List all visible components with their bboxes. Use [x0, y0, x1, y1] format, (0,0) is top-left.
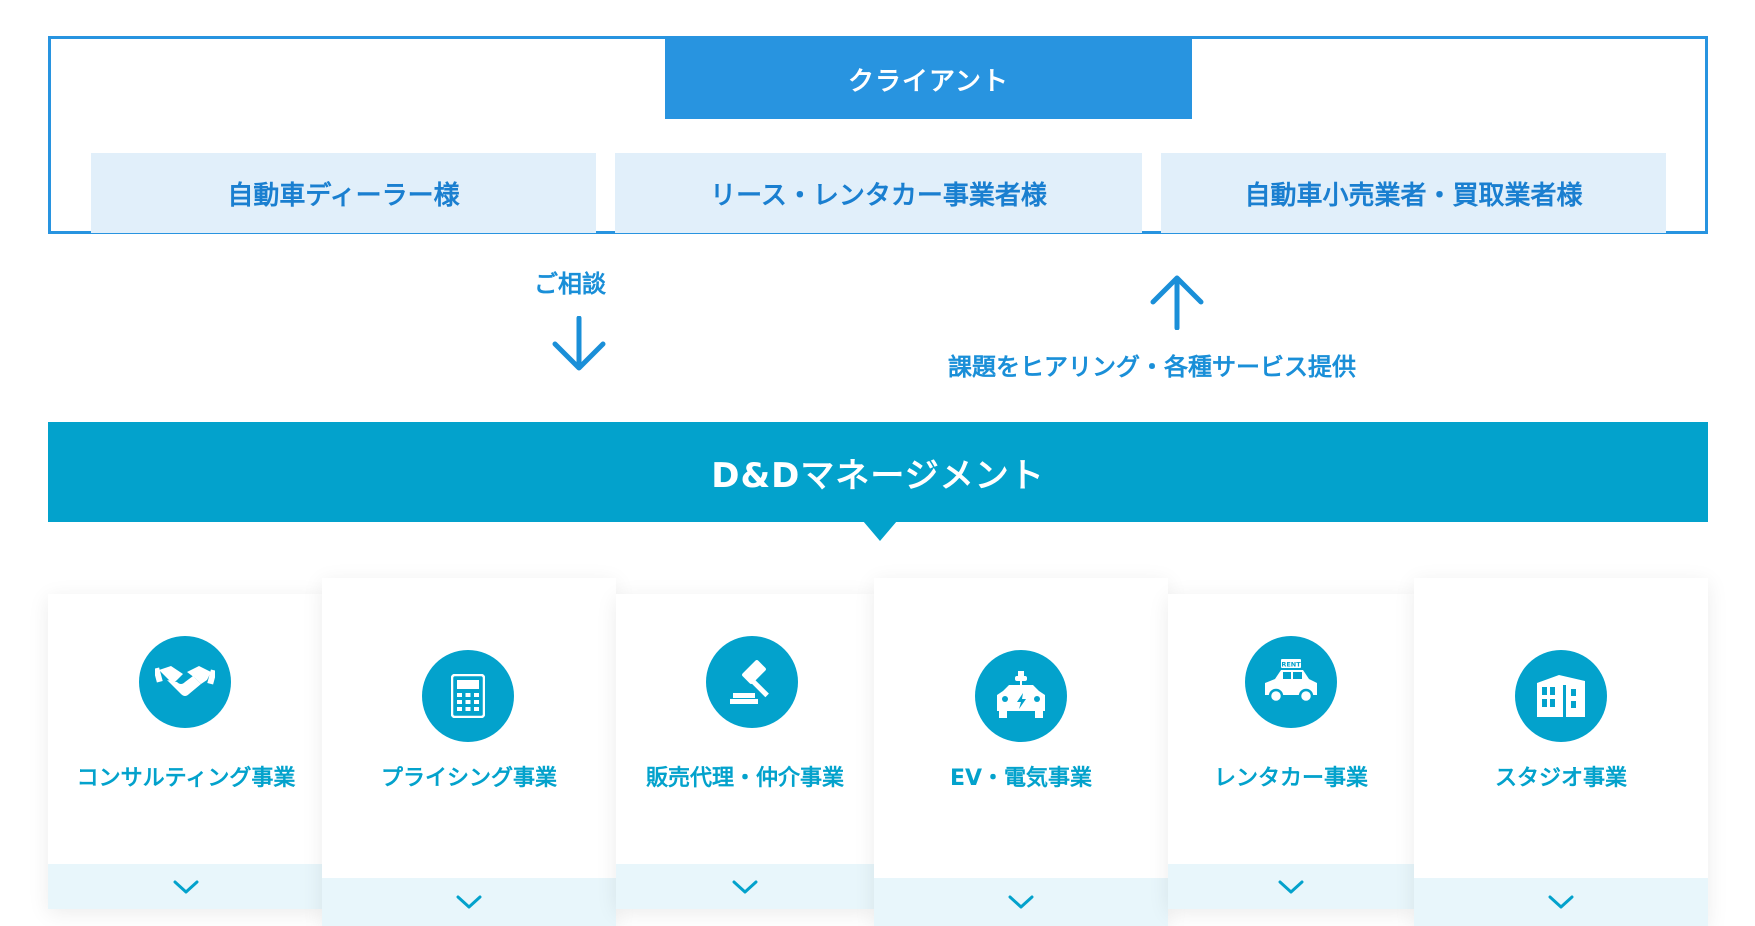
company-banner-notch — [863, 521, 897, 541]
expand-toggle[interactable] — [1414, 878, 1708, 926]
chevron-down-icon — [1548, 895, 1574, 909]
business-card-ev[interactable]: EV・電気事業 — [874, 578, 1168, 926]
chevron-down-icon — [732, 880, 758, 893]
chevron-down-icon — [173, 880, 199, 893]
business-card-studio[interactable]: スタジオ事業 — [1414, 578, 1708, 926]
ev-car-icon — [975, 650, 1067, 742]
rent-sign-text: RENT — [1281, 661, 1301, 669]
arrow-down-icon — [552, 316, 606, 371]
company-banner: D&Dマネージメント — [48, 422, 1708, 522]
client-box-retail: 自動車小売業者・買取業者様 — [1161, 153, 1666, 233]
client-frame: クライアント 自動車ディーラー様 リース・レンタカー事業者様 自動車小売業者・買… — [48, 36, 1708, 234]
business-card-pricing[interactable]: プライシング事業 — [322, 578, 616, 926]
client-box-lease: リース・レンタカー事業者様 — [615, 153, 1142, 233]
business-card-sales-agency[interactable]: 販売代理・仲介事業 — [616, 594, 874, 909]
business-label: スタジオ事業 — [1494, 766, 1627, 791]
handshake-icon — [139, 636, 231, 728]
hearing-label: 課題をヒアリング・各種サービス提供 — [948, 353, 1356, 381]
business-label: EV・電気事業 — [949, 766, 1093, 791]
consult-label: ご相談 — [534, 270, 606, 298]
expand-toggle[interactable] — [874, 878, 1168, 926]
arrow-up-icon — [1150, 275, 1204, 330]
business-label: レンタカー事業 — [1213, 766, 1368, 791]
business-label: 販売代理・仲介事業 — [645, 766, 844, 791]
calculator-icon — [422, 650, 514, 742]
expand-toggle[interactable] — [616, 864, 874, 909]
chevron-down-icon — [1278, 880, 1304, 893]
business-label: コンサルティング事業 — [76, 766, 296, 791]
chevron-down-icon — [1008, 895, 1034, 909]
expand-toggle[interactable] — [48, 864, 324, 909]
rent-car-icon: RENT — [1245, 636, 1337, 728]
business-card-consulting[interactable]: コンサルティング事業 — [48, 594, 324, 909]
business-card-rental-car[interactable]: RENT レンタカー事業 — [1168, 594, 1414, 909]
expand-toggle[interactable] — [322, 878, 616, 926]
expand-toggle[interactable] — [1168, 864, 1414, 909]
client-box-dealer: 自動車ディーラー様 — [91, 153, 596, 233]
gavel-icon — [706, 636, 798, 728]
chevron-down-icon — [456, 895, 482, 909]
client-title: クライアント — [665, 39, 1192, 119]
business-label: プライシング事業 — [380, 766, 557, 791]
building-icon — [1515, 650, 1607, 742]
